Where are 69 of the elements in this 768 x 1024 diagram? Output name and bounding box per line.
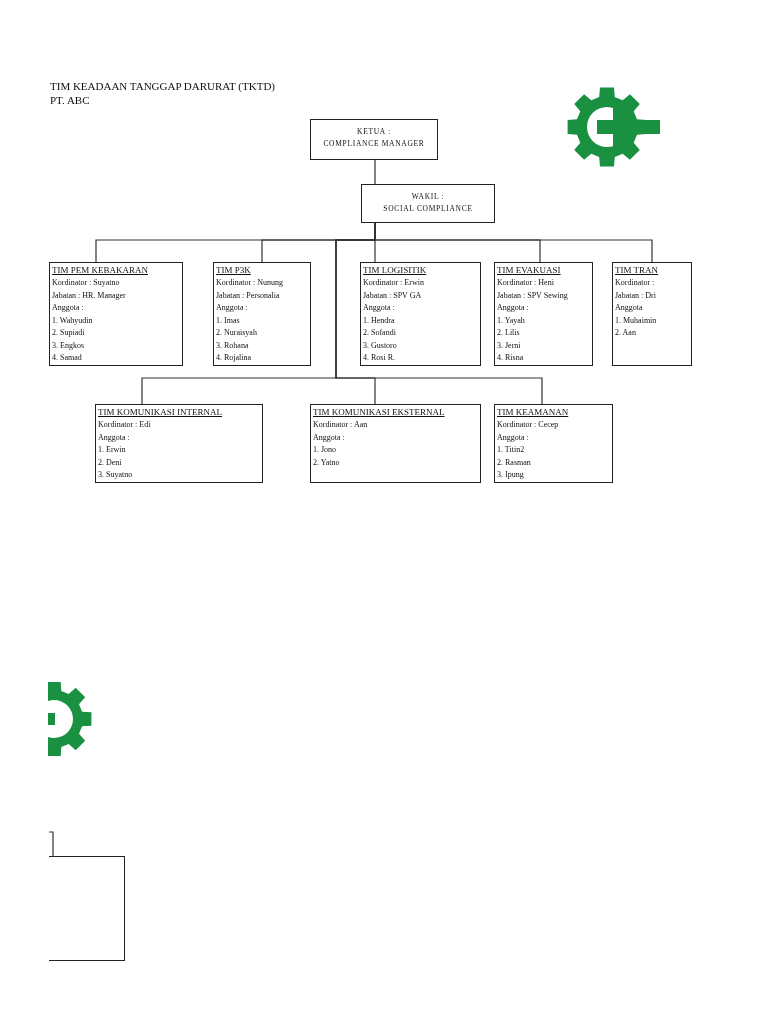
team-name: TIM KOMUNIKASI EKSTERNAL xyxy=(313,406,445,419)
team-detail: 3. Gustoro xyxy=(363,339,397,352)
team-detail: Jabatan : HR. Manager xyxy=(52,289,126,302)
team-detail: 1. Erwin xyxy=(98,444,126,456)
team-detail: Jabatan : Personalia xyxy=(216,289,280,302)
team-detail: 2. Supiadi xyxy=(52,327,85,339)
team-name: TIM TRAN xyxy=(615,264,659,277)
team-detail: 1. Hendra xyxy=(363,314,395,327)
team-detail: 2. Lilis xyxy=(497,327,520,339)
team-box xyxy=(612,262,692,366)
team-box xyxy=(310,404,481,483)
team-name: TIM PEM KEBAKARAN xyxy=(52,264,148,277)
team-name: TIM P3K xyxy=(216,264,251,277)
team-box xyxy=(494,262,593,366)
team-box xyxy=(494,404,613,483)
team-detail: 3. Ipung xyxy=(497,469,524,481)
team-detail: 2. Rasman xyxy=(497,456,531,469)
team-detail: Anggota : xyxy=(497,302,529,314)
team-detail: 3. Suyatno xyxy=(98,469,133,481)
team-detail: Anggota : xyxy=(98,431,130,444)
team-box xyxy=(213,262,311,366)
team-name: TIM KEAMANAN xyxy=(497,406,569,419)
team-detail: Jabatan : SPV Sewing xyxy=(497,289,568,302)
team-detail: Kordinator : Edi xyxy=(98,419,151,431)
team-detail: 4. Samad xyxy=(52,352,82,364)
team-detail: 2. Aan xyxy=(615,327,636,339)
team-detail: 4. Rosi R. xyxy=(363,352,395,364)
team-detail: Kordinator : Nunung xyxy=(216,277,284,289)
team-name: TIM LOGISITIK xyxy=(363,264,427,277)
team-detail: Anggota : xyxy=(52,302,84,314)
team-detail: 3. Engkos xyxy=(52,339,84,352)
team-detail: Jabatan : SPV GA xyxy=(363,289,422,302)
team-detail: Kordinator : Aan xyxy=(313,419,368,431)
team-detail: Jabatan : Dri xyxy=(615,289,656,302)
role-box xyxy=(361,184,495,223)
team-name: TIM EVAKUASI xyxy=(497,264,561,277)
team-detail: 2. Sofandi xyxy=(363,327,396,339)
team-detail: Anggota : xyxy=(216,302,248,314)
team-detail: Kordinator : Cecep xyxy=(497,419,559,431)
team-detail: 2. Deni xyxy=(98,456,122,469)
empty-box xyxy=(49,856,125,961)
team-detail: 2. Nuraisyah xyxy=(216,327,257,339)
team-detail: Anggota xyxy=(615,302,643,314)
team-detail: 1. Jono xyxy=(313,444,337,456)
page-title: TIM KEADAAN TANGGAP DARURAT (TKTD) xyxy=(50,79,276,93)
team-detail: Anggota : xyxy=(313,431,345,444)
team-detail: Kordinator : Erwin xyxy=(363,277,424,289)
team-detail: Kordinator : xyxy=(615,277,655,289)
team-detail: 4. Risna xyxy=(497,352,524,364)
team-detail: 1. Titin2 xyxy=(497,444,525,456)
team-detail: Kordinator : Suyatno xyxy=(52,277,120,289)
connector-line xyxy=(374,159,376,185)
team-detail: 1. Yayah xyxy=(497,314,525,327)
team-detail: Anggota : xyxy=(363,302,395,314)
team-detail: 3. Rohana xyxy=(216,339,249,352)
team-detail: Kordinator : Heni xyxy=(497,277,554,289)
team-name: TIM KOMUNIKASI INTERNAL xyxy=(98,406,222,419)
team-box xyxy=(95,404,263,483)
team-detail: 2. Yatno xyxy=(313,456,340,469)
team-detail: Anggota : xyxy=(497,431,529,444)
team-detail: 1. Imas xyxy=(216,314,240,327)
team-detail: 4. Rojalina xyxy=(216,352,252,364)
team-detail: 1. Wahyudin xyxy=(52,314,93,327)
company-label: PT. ABC xyxy=(50,93,90,107)
team-box xyxy=(49,262,183,366)
team-detail: 1. Muhaimin xyxy=(615,314,657,327)
team-box xyxy=(360,262,481,366)
team-detail: 3. Jerni xyxy=(497,339,521,352)
role-box xyxy=(310,119,438,160)
